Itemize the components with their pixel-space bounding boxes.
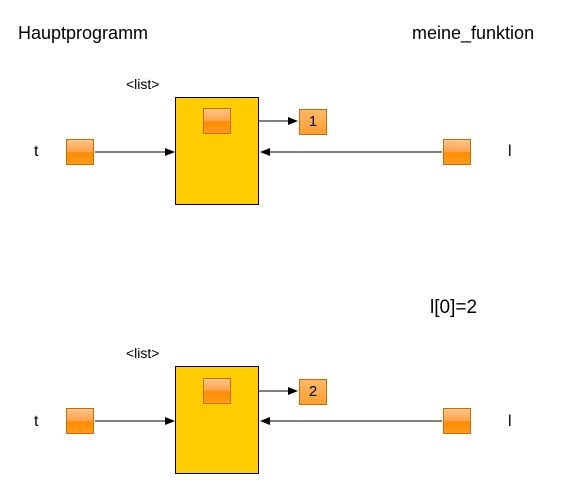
variable-l-bottom	[443, 408, 471, 434]
assignment-statement: l[0]=2	[430, 297, 478, 318]
value-box-top: 1	[299, 109, 327, 135]
var-label-t-bottom: t	[34, 413, 39, 430]
var-label-t-top: t	[34, 143, 39, 160]
var-label-l-top: l	[508, 143, 512, 160]
list-type-label-bottom: <list>	[126, 345, 160, 361]
list-element-slot-top	[203, 108, 231, 134]
variable-t-top	[66, 139, 94, 165]
list-object-top	[175, 97, 259, 205]
list-element-slot-bottom	[203, 378, 231, 404]
main-program-heading: Hauptprogramm	[18, 23, 149, 43]
value-box-bottom: 2	[299, 379, 327, 405]
function-heading: meine_funktion	[412, 23, 535, 43]
list-type-label-top: <list>	[126, 76, 160, 92]
var-label-l-bottom: l	[508, 413, 512, 430]
variable-l-top	[443, 139, 471, 165]
variable-t-bottom	[66, 408, 94, 434]
